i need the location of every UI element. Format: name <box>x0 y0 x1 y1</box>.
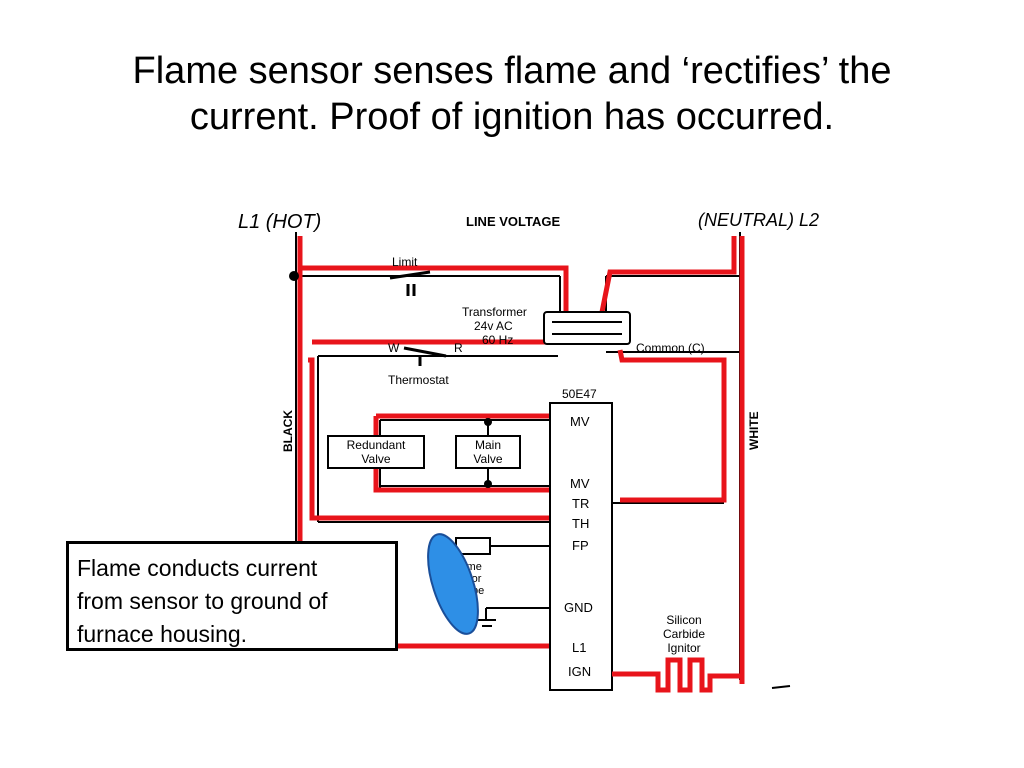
callout-line-2: from sensor to ground of <box>77 588 328 614</box>
thermostat-r-label: R <box>454 341 463 355</box>
slide-title-line-2: current. Proof of ignition has occurred. <box>189 96 835 138</box>
module-50e47-label: 50E47 <box>562 387 597 401</box>
terminal-ign: IGN <box>568 664 591 679</box>
junction-dot-mv-bottom <box>484 480 492 488</box>
terminal-mv-1: MV <box>570 414 590 429</box>
callout-line-3: furnace housing. <box>77 621 248 647</box>
transformer <box>543 311 631 345</box>
transformer-label-line-2: 24v AC <box>474 319 513 333</box>
common-c-label: Common (C) <box>636 341 705 355</box>
junction-dot-l1 <box>289 271 299 281</box>
terminal-fp: FP <box>572 538 589 553</box>
redundant-valve-line-1: Redundant <box>347 438 406 452</box>
white-wire-label: WHITE <box>747 411 761 450</box>
flame-callout-box: Flame conducts current from sensor to gr… <box>66 541 398 651</box>
main-valve-line-1: Main <box>475 438 501 452</box>
slide-title: Flame sensor senses flame and ‘rectifies… <box>60 48 964 140</box>
ignitor-label-line-1: Silicon <box>666 613 701 627</box>
line-voltage-label: LINE VOLTAGE <box>466 214 560 229</box>
limit-switch <box>389 270 431 296</box>
ground-symbol <box>478 608 496 627</box>
transformer-label-line-1: Transformer <box>462 305 527 319</box>
flame-shape <box>427 533 479 635</box>
callout-line-1: Flame conducts current <box>77 555 318 581</box>
l1-hot-label: L1 (HOT) <box>238 211 321 233</box>
ignitor-label-line-3: Ignitor <box>667 641 700 655</box>
redundant-valve-line-2: Valve <box>361 452 390 466</box>
ignitor-element <box>612 657 742 693</box>
thermostat-switch <box>403 346 447 366</box>
redundant-valve-box <box>327 435 425 469</box>
terminal-gnd: GND <box>564 600 593 615</box>
limit-label: Limit <box>392 255 418 269</box>
thermostat-label: Thermostat <box>388 373 449 387</box>
terminal-th: TH <box>572 516 589 531</box>
terminal-l1: L1 <box>572 640 586 655</box>
main-valve-line-2: Valve <box>473 452 502 466</box>
transformer-label-line-3: 60 Hz <box>482 333 513 347</box>
terminal-mv-2: MV <box>570 476 590 491</box>
wire-stub <box>771 685 791 689</box>
terminal-tr: TR <box>572 496 589 511</box>
module-terminals: MV MV TR TH FP GND L1 IGN <box>564 414 593 679</box>
junction-dot-mv-top <box>484 418 492 426</box>
control-module <box>549 402 613 691</box>
black-wire-label: BLACK <box>281 410 295 452</box>
ignitor-label-line-2: Carbide <box>663 627 705 641</box>
slide-title-line-1: Flame sensor senses flame and ‘rectifies… <box>132 50 892 92</box>
main-valve-box <box>455 435 521 469</box>
l2-neutral-label: (NEUTRAL) L2 <box>698 210 819 230</box>
thermostat-w-label: W <box>388 341 400 355</box>
